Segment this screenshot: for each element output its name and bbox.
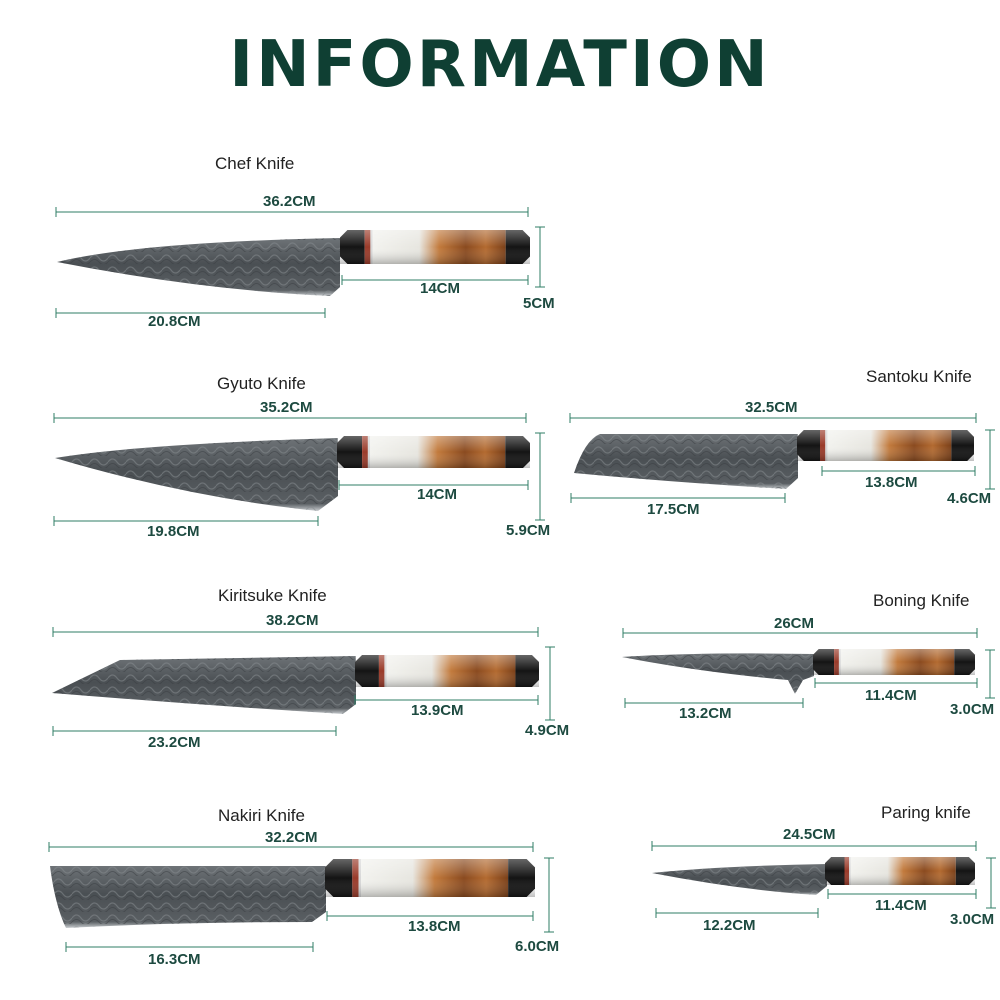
boning-blade-pattern [622, 653, 814, 694]
boning-height: 3.0CM [950, 701, 995, 718]
chef-handle-shine [340, 230, 530, 264]
kiritsuke-blade [52, 656, 356, 714]
kiritsuke-height: 4.9CM [525, 722, 570, 739]
chef-blade-pattern [57, 238, 340, 296]
gyuto-handle [337, 436, 530, 468]
kiritsuke-height-dim [545, 646, 555, 721]
boning-blade [622, 653, 814, 694]
paring-handle-length: 11.4CM [875, 897, 927, 914]
paring-blade-dim [655, 908, 819, 918]
chef-height-dim [535, 226, 545, 288]
chef-total-length: 36.2CM [263, 193, 316, 210]
paring-blade [652, 864, 827, 895]
nakiri-handle-dim [326, 911, 534, 921]
santoku-blade-dim [570, 493, 786, 503]
kiritsuke-handle-length: 13.9CM [411, 702, 464, 719]
nakiri-blade-pattern [50, 866, 326, 928]
boning-total-length: 26CM [774, 615, 815, 632]
nakiri-handle [325, 859, 535, 897]
kiritsuke-blade-dim [52, 726, 337, 736]
knife-name-chef: Chef Knife [215, 154, 295, 173]
chef-height: 5CM [523, 295, 555, 312]
knife-name-kiritsuke: Kiritsuke Knife [218, 586, 327, 605]
paring-handle-dim [827, 889, 977, 899]
paring-blade-pattern [652, 864, 827, 895]
chef-total-dim [55, 207, 529, 217]
chef-handle-length: 14CM [420, 280, 461, 297]
santoku-total-dim [569, 413, 977, 423]
kiritsuke-handle [355, 655, 539, 687]
paring-blade-length: 12.2CM [703, 917, 756, 934]
paring-handle-shine [825, 857, 975, 885]
nakiri-blade [50, 866, 326, 928]
paring-total-dim [651, 841, 977, 851]
chef-handle-dim [341, 275, 529, 285]
gyuto-blade-length: 19.8CM [147, 523, 200, 540]
boning-handle-length: 11.4CM [865, 687, 917, 704]
gyuto-handle-shine [337, 436, 530, 468]
kiritsuke-handle-shine [355, 655, 539, 687]
santoku-handle-length: 13.8CM [865, 474, 918, 491]
chef-blade-dim [55, 308, 326, 318]
chef-blade-length: 20.8CM [148, 313, 201, 330]
gyuto-handle-length: 14CM [417, 486, 458, 503]
boning-handle-shine [813, 649, 975, 675]
gyuto-blade-pattern [55, 438, 338, 511]
nakiri-blade-length: 16.3CM [148, 951, 201, 968]
knife-name-gyuto: Gyuto Knife [217, 374, 306, 393]
kiritsuke-total-dim [52, 627, 539, 637]
santoku-handle-dim [821, 466, 976, 476]
santoku-blade-length: 17.5CM [647, 501, 700, 518]
santoku-handle-shine [797, 430, 974, 461]
boning-blade-dim [624, 698, 804, 708]
kiritsuke-total-length: 38.2CM [266, 612, 319, 629]
kiritsuke-blade-pattern [52, 656, 356, 714]
knife-name-nakiri: Nakiri Knife [218, 806, 305, 825]
boning-blade-length: 13.2CM [679, 705, 732, 722]
santoku-blade [574, 434, 798, 489]
paring-height-dim [986, 857, 996, 909]
gyuto-total-dim [53, 413, 527, 423]
chef-handle [340, 230, 530, 264]
boning-handle [813, 649, 975, 675]
nakiri-total-length: 32.2CM [265, 829, 318, 846]
nakiri-handle-shine [325, 859, 535, 897]
kiritsuke-blade-length: 23.2CM [148, 734, 201, 751]
nakiri-height: 6.0CM [515, 938, 560, 955]
santoku-handle [797, 430, 974, 461]
santoku-height: 4.6CM [947, 490, 992, 507]
nakiri-blade-dim [65, 942, 314, 952]
nakiri-handle-length: 13.8CM [408, 918, 461, 935]
boning-height-dim [985, 649, 995, 699]
page-title: INFORMATION [229, 28, 771, 102]
gyuto-height: 5.9CM [506, 522, 551, 539]
nakiri-total-dim [48, 842, 534, 852]
gyuto-blade [55, 438, 338, 511]
santoku-blade-pattern [574, 434, 798, 489]
santoku-total-length: 32.5CM [745, 399, 798, 416]
knife-name-santoku: Santoku Knife [866, 367, 972, 386]
gyuto-height-dim [535, 432, 545, 521]
santoku-height-dim [985, 429, 995, 490]
gyuto-handle-dim [338, 480, 529, 490]
paring-handle [825, 857, 975, 885]
nakiri-height-dim [544, 857, 554, 933]
boning-handle-dim [814, 678, 978, 688]
chef-blade [57, 238, 340, 296]
paring-total-length: 24.5CM [783, 826, 836, 843]
knife-name-boning: Boning Knife [873, 591, 970, 610]
boning-total-dim [622, 628, 978, 638]
gyuto-total-length: 35.2CM [260, 399, 313, 416]
gyuto-blade-dim [53, 516, 319, 526]
paring-height: 3.0CM [950, 911, 995, 928]
knife-name-paring: Paring knife [881, 803, 971, 822]
kiritsuke-handle-dim [354, 695, 539, 705]
